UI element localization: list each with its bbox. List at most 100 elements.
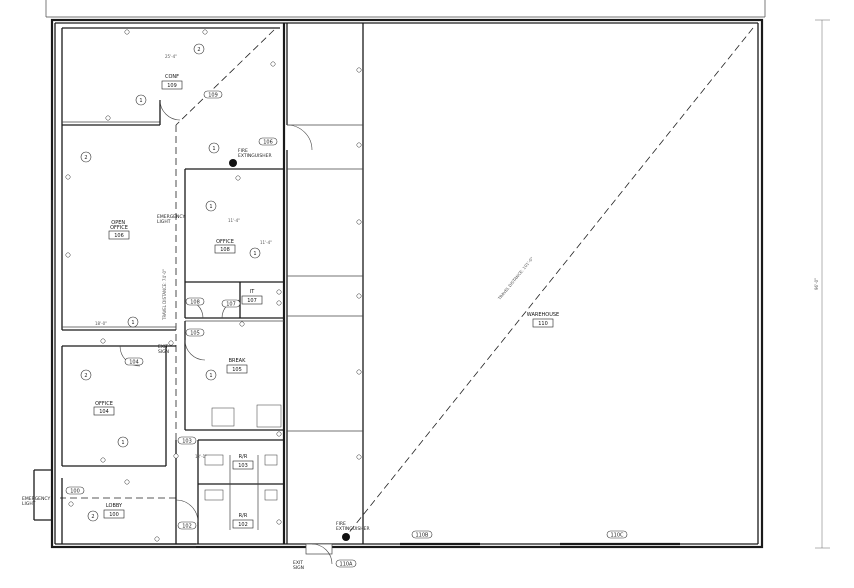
outlet-icon — [65, 174, 71, 180]
door-swing-110a[interactable] — [311, 543, 333, 565]
door-tag-label: 110A — [340, 562, 354, 568]
dimension-labels: 25'-4" 11'-4" 18'-0" 11'-4" 12'-1" — [95, 54, 272, 459]
break-fridge — [256, 404, 282, 428]
keynote-bubble — [135, 94, 147, 106]
exit-sign-icon — [68, 501, 74, 507]
room-number-box — [226, 364, 248, 374]
room-number-box — [532, 318, 554, 328]
door-tag-pill — [124, 357, 144, 366]
room-name: OFFICE — [216, 239, 234, 245]
room-name: LOBBY — [106, 503, 123, 509]
keynote-label: 1 — [121, 440, 124, 446]
door-swing-109[interactable] — [159, 99, 181, 121]
door-tag-label: 108 — [190, 300, 200, 306]
keynote-bubble — [80, 369, 92, 381]
outlet-icon — [356, 219, 362, 225]
door-tag-label: 105 — [190, 331, 200, 337]
outlet-icon — [270, 61, 276, 67]
room-name: WAREHOUSE — [527, 312, 559, 318]
right-dimension-label: 96'-0" — [814, 278, 819, 290]
keynote-label: 1 — [209, 373, 212, 379]
room-number-box — [241, 295, 263, 305]
outlet-icon — [276, 431, 282, 437]
fire-extinguisher-note: FIRE EXTINGUISHER — [238, 148, 272, 159]
fire-extinguisher-note-2: FIRE EXTINGUISHER — [336, 521, 370, 532]
room-number: 102 — [238, 522, 248, 528]
travel-distance-label-2: TRAVEL DISTANCE: 74'-0" — [162, 269, 167, 321]
room-number: 108 — [220, 247, 230, 253]
room-name: CONF — [165, 74, 179, 80]
room-name-line: OPEN — [111, 220, 125, 226]
note-line: EXIT — [158, 344, 168, 350]
room-number-box — [232, 460, 254, 470]
door-tag-pill — [65, 486, 85, 495]
note-line: LIGHT — [22, 501, 36, 507]
room-name-line: OFFICE — [110, 225, 128, 231]
outlet-icon — [202, 29, 208, 35]
note-line: EMERGENCY — [157, 214, 185, 220]
room-name: OFFICE — [95, 401, 113, 407]
outlet-icon — [154, 536, 160, 542]
door-tag-pill — [258, 137, 278, 146]
door-tag-pill — [185, 328, 205, 337]
keynote-label: 2 — [91, 514, 94, 520]
exit-door-frame — [305, 543, 333, 555]
door-tag-label: 100 — [70, 489, 80, 495]
room-number: 104 — [99, 409, 109, 415]
lavatory-fixture — [204, 454, 224, 466]
outlet-icon — [235, 175, 241, 181]
dimension-label: 25'-4" — [165, 54, 177, 59]
room-number-box — [161, 80, 183, 90]
outlet-icon — [356, 369, 362, 375]
keynote-label: 1 — [253, 251, 256, 257]
door-swing-106[interactable] — [286, 124, 313, 151]
door-swing-105[interactable] — [184, 339, 206, 361]
room-labels: CONF 109 OPEN OFFICE 106 OFFICE 108 IT 1… — [93, 74, 559, 529]
door-tag-label: 103 — [182, 439, 192, 445]
dimension-label: 11'-4" — [228, 218, 240, 223]
keynote-label: 2 — [84, 373, 87, 379]
note-line: EXTINGUISHER — [336, 526, 370, 532]
outlet-icon — [356, 454, 362, 460]
note-line: EXTINGUISHER — [238, 153, 272, 159]
outlet-icon — [100, 338, 106, 344]
emergency-light-note: EMERGENCY LIGHT — [157, 214, 187, 225]
keynote-bubble — [117, 436, 129, 448]
exit-sign-icon — [173, 453, 179, 459]
room-number: 107 — [247, 298, 257, 304]
door-tag-pill — [177, 521, 197, 530]
door-tag-pill — [203, 90, 223, 99]
travel-distance-label: TRAVEL DISTANCE: 101'-0" — [496, 256, 534, 302]
room-number: 103 — [238, 463, 248, 469]
note-line: FIRE — [336, 521, 346, 527]
room-number-box — [93, 406, 115, 416]
keynote-label: 1 — [209, 204, 212, 210]
keynote-label: 2 — [197, 47, 200, 53]
electrical-symbols — [65, 29, 362, 542]
keynote-label: 1 — [131, 320, 134, 326]
note-line: FIRE — [238, 148, 248, 154]
room-name: R/R — [239, 513, 248, 519]
room-name: BREAK — [229, 358, 246, 364]
room-number: 109 — [167, 83, 177, 89]
note-line: SIGN — [293, 565, 304, 571]
note-line: SIGN — [158, 349, 169, 355]
keynote-bubble — [80, 151, 92, 163]
door-swing-102[interactable] — [175, 499, 199, 523]
break-sink — [211, 407, 235, 427]
door-tag-label: 107 — [226, 302, 236, 308]
door-tag-label: 110B — [416, 533, 430, 539]
outlet-icon — [65, 252, 71, 258]
outlet-icon — [276, 289, 282, 295]
room-number-box — [108, 230, 130, 240]
notes: FIRE EXTINGUISHER FIRE EXTINGUISHER EMER… — [22, 148, 370, 571]
bottom-exit-note: EXIT SIGN — [293, 560, 304, 571]
door-tag-label: 104 — [129, 360, 139, 366]
keynote-bubble — [208, 142, 220, 154]
door-tag-pill — [411, 530, 433, 539]
building-outline — [50, 18, 764, 549]
keynote-bubble — [193, 43, 205, 55]
door-tag-label: 102 — [182, 524, 192, 530]
fire-extinguisher-icon-2 — [342, 533, 350, 541]
